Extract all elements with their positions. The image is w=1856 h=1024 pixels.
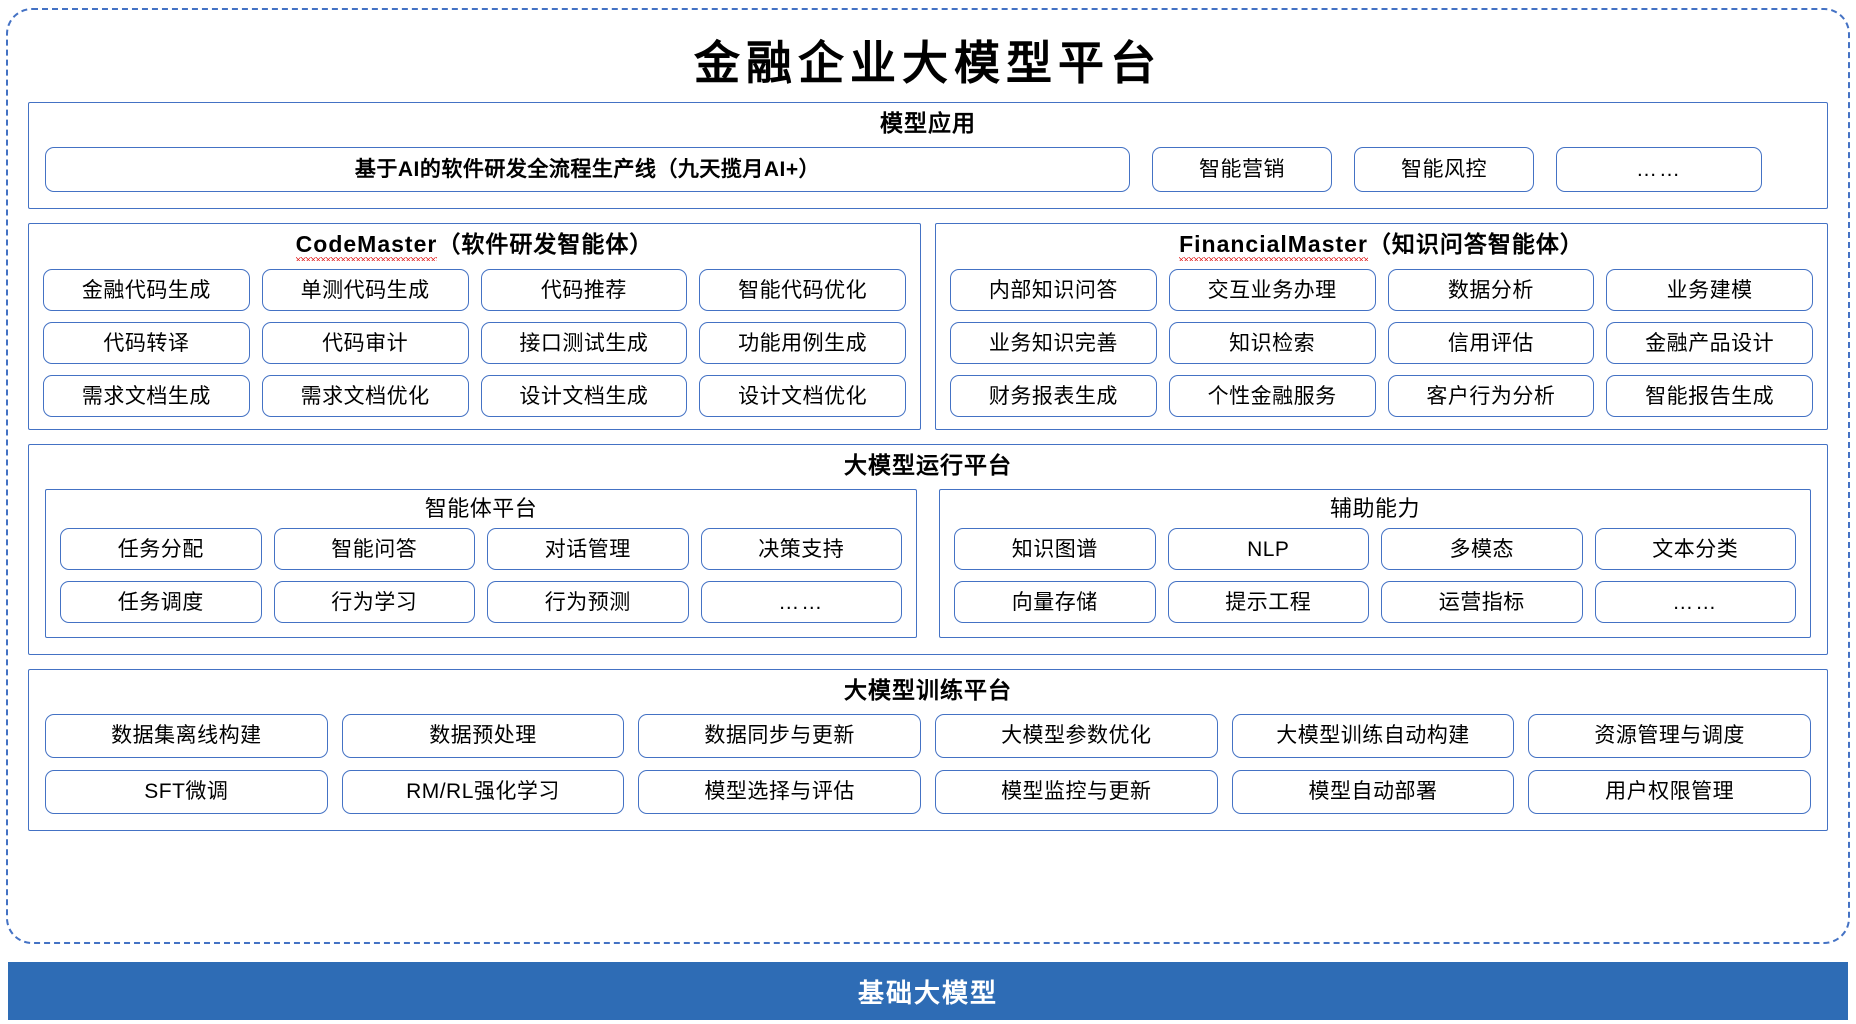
training-chip[interactable]: 数据同步与更新 xyxy=(638,713,921,758)
runtime-chip[interactable]: 任务分配 xyxy=(60,528,262,571)
agent-name-cn-codemaster: （软件研发智能体） xyxy=(437,230,654,257)
capability-chip[interactable]: 需求文档生成 xyxy=(43,375,250,418)
page-title: 金融企业大模型平台 xyxy=(694,36,1162,90)
runtime-chip[interactable]: 智能问答 xyxy=(273,528,475,571)
model-application-items: 基于AI的软件研发全流程生产线（九天揽月AI+） 智能营销 智能风控 …… xyxy=(45,146,1811,192)
runtime-chip[interactable]: 知识图谱 xyxy=(954,528,1156,571)
runtime-chip[interactable]: 行为学习 xyxy=(273,581,475,624)
runtime-platform-panel: 大模型运行平台 智能体平台 任务分配 智能问答 对话管理 决策支持 任务调度 行… xyxy=(28,444,1828,656)
capability-chip[interactable]: 业务知识完善 xyxy=(950,322,1157,365)
capability-chip[interactable]: 代码审计 xyxy=(261,322,469,365)
capability-chip[interactable]: 功能用例生成 xyxy=(699,322,906,365)
app-chip-more[interactable]: …… xyxy=(1556,146,1762,192)
training-chip[interactable]: 数据集离线构建 xyxy=(45,713,328,758)
capability-chip[interactable]: 财务报表生成 xyxy=(950,375,1157,418)
capability-chip[interactable]: 个性金融服务 xyxy=(1168,375,1376,418)
capability-chip[interactable]: 信用评估 xyxy=(1387,322,1595,365)
runtime-column-heading-auxiliary-capability: 辅助能力 xyxy=(1329,495,1420,521)
runtime-chip[interactable]: 文本分类 xyxy=(1594,528,1796,571)
training-chip[interactable]: RM/RL强化学习 xyxy=(341,769,625,814)
training-chip[interactable]: SFT微调 xyxy=(45,769,328,814)
agent-name-latin-financialmaster: FinancialMaster xyxy=(1179,231,1368,261)
capability-chip[interactable]: 接口测试生成 xyxy=(480,322,688,365)
runtime-chip[interactable]: 提示工程 xyxy=(1167,581,1369,624)
runtime-chip[interactable]: 决策支持 xyxy=(700,528,902,571)
runtime-chip[interactable]: NLP xyxy=(1167,528,1369,571)
runtime-chip-more[interactable]: …… xyxy=(700,581,902,624)
runtime-column-agent-platform: 智能体平台 任务分配 智能问答 对话管理 决策支持 任务调度 行为学习 行为预测… xyxy=(45,488,917,639)
training-chip-grid: 数据集离线构建 数据预处理 数据同步与更新 大模型参数优化 大模型训练自动构建 … xyxy=(45,713,1811,814)
runtime-chip-more[interactable]: …… xyxy=(1594,581,1796,624)
agent-heading-codemaster: CodeMaster（软件研发智能体） xyxy=(43,224,906,270)
training-platform-heading: 大模型训练平台 xyxy=(844,677,1012,704)
agent-heading-financialmaster: FinancialMaster（知识问答智能体） xyxy=(950,224,1813,270)
capability-chip[interactable]: 单测代码生成 xyxy=(261,269,469,312)
foundation-model-bar: 基础大模型 xyxy=(8,962,1848,1020)
runtime-platform-heading: 大模型运行平台 xyxy=(844,452,1012,479)
training-platform-panel: 大模型训练平台 数据集离线构建 数据预处理 数据同步与更新 大模型参数优化 大模… xyxy=(28,669,1828,831)
app-chip-ai-pipeline[interactable]: 基于AI的软件研发全流程生产线（九天揽月AI+） xyxy=(45,146,1130,192)
training-chip[interactable]: 大模型训练自动构建 xyxy=(1231,713,1515,758)
training-chip[interactable]: 模型自动部署 xyxy=(1231,769,1515,814)
capability-chip[interactable]: 设计文档优化 xyxy=(699,375,906,418)
model-application-heading: 模型应用 xyxy=(880,110,976,136)
agent-panel-codemaster: CodeMaster（软件研发智能体） 金融代码生成 单测代码生成 代码推荐 智… xyxy=(28,222,921,431)
capability-chip[interactable]: 代码推荐 xyxy=(480,269,688,312)
foundation-model-label: 基础大模型 xyxy=(857,977,998,1008)
capability-chip[interactable]: 设计文档生成 xyxy=(480,375,688,418)
capability-chip[interactable]: 金融代码生成 xyxy=(43,269,250,312)
runtime-platform-columns: 智能体平台 任务分配 智能问答 对话管理 决策支持 任务调度 行为学习 行为预测… xyxy=(45,488,1811,639)
runtime-chip[interactable]: 行为预测 xyxy=(487,581,689,624)
training-chip[interactable]: 模型选择与评估 xyxy=(638,769,921,814)
capability-chip[interactable]: 客户行为分析 xyxy=(1387,375,1595,418)
runtime-chip[interactable]: 对话管理 xyxy=(487,528,689,571)
capability-chip[interactable]: 需求文档优化 xyxy=(261,375,469,418)
runtime-chip-grid-auxiliary-capability: 知识图谱 NLP 多模态 文本分类 向量存储 提示工程 运营指标 …… xyxy=(954,528,1796,624)
agent-name-cn-financialmaster: （知识问答智能体） xyxy=(1367,230,1584,257)
training-chip[interactable]: 资源管理与调度 xyxy=(1528,713,1811,758)
runtime-chip[interactable]: 运营指标 xyxy=(1381,581,1583,624)
runtime-chip[interactable]: 任务调度 xyxy=(60,581,262,624)
runtime-column-heading-agent-platform: 智能体平台 xyxy=(424,495,538,521)
capability-chip[interactable]: 智能报告生成 xyxy=(1606,375,1813,418)
agent-capability-grid-financialmaster: 内部知识问答 交互业务办理 数据分析 业务建模 业务知识完善 知识检索 信用评估… xyxy=(950,269,1813,418)
capability-chip[interactable]: 金融产品设计 xyxy=(1606,322,1813,365)
model-application-panel: 模型应用 基于AI的软件研发全流程生产线（九天揽月AI+） 智能营销 智能风控 … xyxy=(28,102,1828,209)
agent-capability-grid-codemaster: 金融代码生成 单测代码生成 代码推荐 智能代码优化 代码转译 代码审计 接口测试… xyxy=(43,269,906,418)
capability-chip[interactable]: 知识检索 xyxy=(1168,322,1376,365)
training-chip[interactable]: 模型监控与更新 xyxy=(934,769,1218,814)
agent-name-latin-codemaster: CodeMaster xyxy=(295,231,438,261)
training-chip[interactable]: 大模型参数优化 xyxy=(934,713,1218,758)
training-chip[interactable]: 用户权限管理 xyxy=(1528,769,1811,814)
app-chip-smart-risk-control[interactable]: 智能风控 xyxy=(1354,146,1534,192)
runtime-chip[interactable]: 多模态 xyxy=(1381,528,1583,571)
runtime-chip-grid-agent-platform: 任务分配 智能问答 对话管理 决策支持 任务调度 行为学习 行为预测 …… xyxy=(60,528,902,624)
runtime-chip[interactable]: 向量存储 xyxy=(954,581,1156,624)
platform-outer-frame: 金融企业大模型平台 模型应用 基于AI的软件研发全流程生产线（九天揽月AI+） … xyxy=(6,8,1850,944)
capability-chip[interactable]: 业务建模 xyxy=(1606,269,1813,312)
capability-chip[interactable]: 智能代码优化 xyxy=(699,269,906,312)
capability-chip[interactable]: 交互业务办理 xyxy=(1168,269,1376,312)
runtime-column-auxiliary-capability: 辅助能力 知识图谱 NLP 多模态 文本分类 向量存储 提示工程 运营指标 …… xyxy=(939,488,1811,639)
app-chip-smart-marketing[interactable]: 智能营销 xyxy=(1152,146,1332,192)
training-chip[interactable]: 数据预处理 xyxy=(341,713,625,758)
capability-chip[interactable]: 内部知识问答 xyxy=(950,269,1157,312)
capability-chip[interactable]: 数据分析 xyxy=(1387,269,1595,312)
agent-panel-financialmaster: FinancialMaster（知识问答智能体） 内部知识问答 交互业务办理 数… xyxy=(935,222,1828,431)
agents-row: CodeMaster（软件研发智能体） 金融代码生成 单测代码生成 代码推荐 智… xyxy=(28,222,1828,431)
capability-chip[interactable]: 代码转译 xyxy=(43,322,250,365)
